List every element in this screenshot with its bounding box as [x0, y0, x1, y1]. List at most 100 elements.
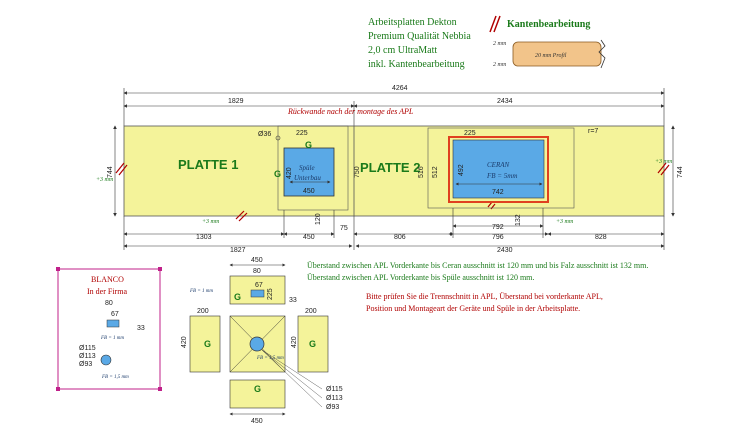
dim-plate1-225: 225 — [296, 130, 308, 137]
plate1-label: PLATTE 1 — [178, 157, 238, 172]
detail-dim-80: 80 — [253, 268, 261, 275]
dim-bottom-2430: 2430 — [497, 247, 513, 254]
dim-sink-width: 450 — [303, 188, 315, 195]
tap-hole-icon — [275, 135, 281, 141]
detail-d115: Ø115 — [326, 386, 343, 393]
header-line-2: Premium Qualität Nebbia — [368, 31, 471, 42]
dim-sink-front-120: 120 — [315, 213, 322, 225]
dim-plate2-512: 512 — [432, 166, 439, 178]
note-red-2: Position und Montageart der Geräte und S… — [366, 304, 580, 313]
dim-bottom-1303: 1303 — [196, 234, 212, 241]
detail-top-450: 450 — [251, 257, 263, 264]
edge-bottom-label: 2 mm — [493, 62, 507, 68]
detail-g-front: G — [254, 384, 261, 394]
dim-plate2-225: 225 — [464, 130, 476, 137]
dim-plate1-750: 750 — [354, 166, 361, 178]
blanco-dim-67: 67 — [111, 311, 119, 318]
detail-fb2: FB = 1,5 mm — [256, 356, 284, 361]
header-line-3: 2,0 cm UltraMatt — [368, 45, 437, 56]
g-mark-plate1-left: G — [274, 169, 281, 179]
notes: Überstand zwischen APL Vorderkante bis C… — [307, 261, 648, 313]
dim-sink-height: 420 — [286, 167, 293, 179]
edge-profile-label: 20 mm Profil — [535, 52, 567, 59]
detail-g-left: G — [204, 339, 211, 349]
sink-cutout — [283, 147, 335, 197]
dim-plate2-742: 742 — [492, 189, 504, 196]
detail-overflow-icon — [250, 289, 265, 298]
edge-legend-title: Kantenbearbeitung — [507, 19, 590, 30]
dim-height-right: 744 — [677, 166, 684, 178]
dim-plate1-75: 75 — [340, 225, 348, 232]
blanco-dim-80: 80 — [105, 300, 113, 307]
plate2-under-overhang: +3 mm — [556, 219, 574, 225]
dim-bottom-450: 450 — [303, 234, 315, 241]
detail-bottom-450: 450 — [251, 418, 263, 425]
dim-height-left: 744 — [107, 166, 114, 178]
detail-right-panel — [297, 315, 329, 373]
blanco-subtitle: In der Firma — [87, 287, 127, 296]
blanco-border — [57, 268, 161, 390]
dim-total-width: 4264 — [392, 85, 408, 92]
dim-bottom-828: 828 — [595, 234, 607, 241]
dim-left-width: 1829 — [228, 98, 244, 105]
blanco-box: BLANCO In der Firma 80 67 33 FB = 1 mm Ø… — [56, 267, 162, 391]
detail-dim-225: 225 — [267, 288, 274, 300]
ceran-cutout — [452, 139, 545, 199]
edge-mark-icon — [493, 15, 501, 33]
overall-dimensions — [123, 88, 665, 126]
dim-bottom-796: 796 — [492, 234, 504, 241]
edge-mark-icon — [489, 15, 497, 33]
detail-d113: Ø113 — [326, 395, 343, 402]
dim-plate2-492: 492 — [458, 164, 465, 176]
detail-d93: Ø93 — [326, 404, 339, 411]
dim-plate2-516: 516 — [418, 166, 425, 178]
header-line-1: Arbeitsplatten Dekton — [368, 17, 457, 28]
dim-radius: r=7 — [588, 128, 598, 135]
detail-dim-33: 33 — [289, 297, 297, 304]
drain-hole-icon — [100, 354, 112, 366]
blanco-dim-33: 33 — [137, 325, 145, 332]
note-red-1: Bitte prüfen Sie die Trennschnitt in APL… — [366, 292, 603, 301]
blanco-fb: FB = 1 mm — [100, 336, 124, 341]
blanco-d115: Ø115 — [79, 345, 96, 352]
ceran-label-line-2: FB = 5mm — [486, 172, 517, 180]
detail-g-top: G — [234, 292, 241, 302]
sink-label-line-1: Spüle — [299, 164, 315, 172]
dim-plate2-132: 132 — [515, 214, 522, 226]
back-wall-note: Rückwande nach der montage des APL — [287, 107, 414, 116]
overhang-right: +3 mm — [655, 159, 673, 165]
edge-top-label: 2 mm — [493, 41, 507, 47]
sink-detail: 450 80 67 G 225 33 FB = 1 mm 200 G 420 F… — [181, 257, 343, 425]
detail-right-420: 420 — [291, 336, 298, 348]
ceran-label-line-1: CERAN — [487, 161, 509, 169]
dim-bottom-806: 806 — [394, 234, 406, 241]
dim-right-width: 2434 — [497, 98, 513, 105]
plate2-label: PLATTE 2 — [360, 160, 420, 175]
blanco-d113: Ø113 — [79, 353, 96, 360]
detail-left-panel — [189, 315, 221, 373]
note-green-1: Überstand zwischen APL Vorderkante bis C… — [307, 261, 648, 270]
dim-bottom-1827: 1827 — [230, 247, 246, 254]
detail-right-200: 200 — [305, 308, 317, 315]
break-line-icon — [598, 39, 606, 69]
detail-fb1: FB = 1 mm — [189, 289, 213, 294]
sink-cabinet-outline — [277, 125, 349, 211]
edge-legend: Kantenbearbeitung 2 mm 2 mm 20 mm Profil — [489, 15, 606, 69]
detail-front-panel — [229, 379, 286, 409]
cooktop-cabinet-outline — [427, 127, 575, 209]
edge-mark-icon — [115, 162, 670, 222]
header-line-4: inkl. Kantenbearbeitung — [368, 59, 465, 70]
detail-g-right: G — [309, 339, 316, 349]
blanco-fb2: FB = 1,5 mm — [101, 375, 129, 380]
dim-bottom-792: 792 — [492, 224, 504, 231]
dim-hole-diameter: Ø36 — [258, 131, 271, 138]
blanco-title: BLANCO — [91, 275, 124, 284]
overhang-left: +3 mm — [96, 177, 114, 183]
header-block: Arbeitsplatten Dekton Premium Qualität N… — [368, 17, 471, 70]
detail-left-200: 200 — [197, 308, 209, 315]
ceran-frame — [448, 136, 549, 203]
blanco-d93: Ø93 — [79, 361, 92, 368]
overflow-cutout-icon — [106, 319, 120, 328]
sink-label-line-2: Unterbau — [294, 174, 321, 182]
